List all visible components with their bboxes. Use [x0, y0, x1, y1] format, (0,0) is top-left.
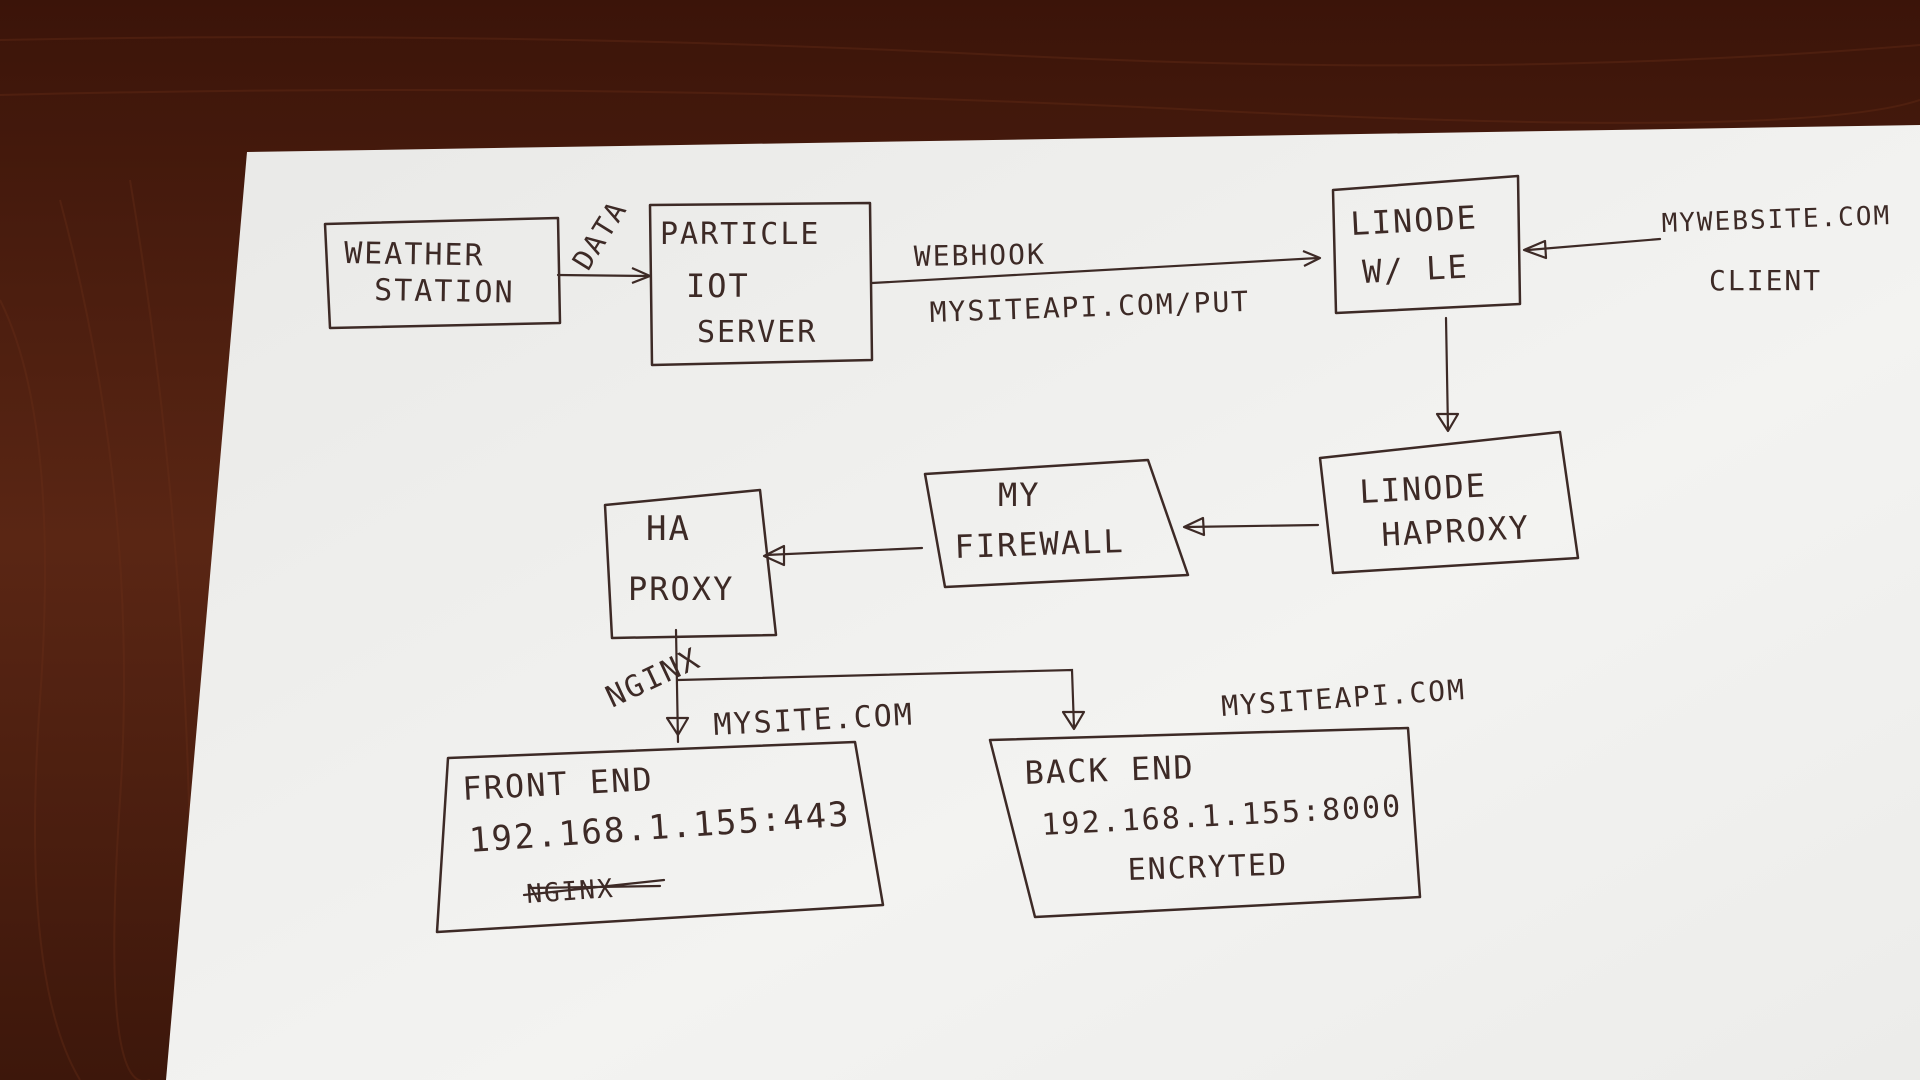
arrowhead-client-linode	[1522, 239, 1548, 260]
back-end-box	[988, 726, 1422, 919]
front-end-line3: NGINX	[525, 874, 615, 910]
line-haproxy-branch	[676, 668, 1076, 730]
ha-proxy-box	[603, 488, 778, 640]
client-line2: CLIENT	[1709, 264, 1822, 297]
weather-station-line2: STATION	[374, 273, 515, 310]
arrowhead-firewall	[1182, 516, 1206, 537]
firewall-line2: FIREWALL	[954, 522, 1125, 566]
particle-iot-server-box	[648, 201, 874, 367]
arrowhead-linode-haproxy	[1435, 412, 1460, 433]
arrow-client-to-linode	[1526, 237, 1662, 252]
back-end-line3: ENCRYTED	[1127, 847, 1289, 888]
particle-line3: SERVER	[697, 315, 817, 350]
my-firewall-box	[923, 458, 1190, 589]
linode-haproxy-line1: LINODE	[1358, 466, 1487, 511]
arrow-haproxy-to-firewall	[1184, 523, 1320, 529]
arrow-linode-to-haproxy	[1444, 316, 1450, 432]
linode-le-line2: W/ LE	[1361, 247, 1469, 291]
weather-station-line1: WEATHER	[344, 236, 485, 273]
arrow-firewall-to-haproxy	[764, 546, 924, 557]
front-end-box	[435, 740, 885, 934]
arrowhead-ha-proxy	[762, 544, 786, 567]
webhook-label: WEBHOOK	[914, 238, 1047, 273]
arrowhead-particle	[631, 266, 652, 285]
back-end-line1: BACK END	[1024, 748, 1195, 792]
arrow-particle-to-linode	[870, 256, 1320, 285]
paper-sheet	[166, 125, 1920, 1080]
ha-proxy-line1: HA	[646, 509, 691, 549]
linode-haproxy-box	[1318, 430, 1580, 575]
arrowhead-linode-le	[1302, 249, 1322, 267]
arrowhead-back-end	[1061, 710, 1086, 731]
particle-line2: IOT	[686, 267, 750, 305]
linode-haproxy-line2: HAPROXY	[1380, 508, 1531, 554]
arrow-weather-to-particle	[556, 273, 650, 278]
line-haproxy-down	[674, 628, 680, 744]
ha-proxy-line2: PROXY	[628, 570, 734, 608]
wood-grain	[0, 36, 1920, 1080]
arrowhead-front-end	[665, 716, 690, 737]
linode-le-box	[1331, 174, 1522, 315]
linode-le-line1: LINODE	[1349, 198, 1478, 243]
particle-line1: PARTICLE	[660, 217, 821, 252]
firewall-line1: MY	[998, 476, 1041, 514]
nginx-strikethrough	[522, 878, 666, 897]
weather-station-box	[323, 216, 562, 330]
